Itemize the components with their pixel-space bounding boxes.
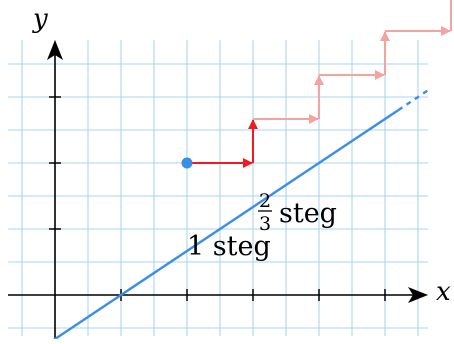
point-start xyxy=(181,157,193,169)
y-axis-arrowhead xyxy=(47,40,63,60)
fraction-denominator: 3 xyxy=(259,213,271,235)
two-thirds-step-label: 2 3 steg xyxy=(258,190,337,235)
slope-steps xyxy=(187,0,452,168)
y-axis xyxy=(47,40,63,338)
line-dashed-right xyxy=(397,89,429,112)
fraction-word: steg xyxy=(279,198,337,229)
x-axis xyxy=(8,287,428,303)
one-step-label: 1 steg xyxy=(187,231,271,262)
line-solid-segment xyxy=(51,109,399,343)
y-axis-label: y xyxy=(32,4,48,34)
fraction-numerator: 2 xyxy=(259,190,271,212)
x-axis-label: x xyxy=(436,277,451,307)
x-axis-arrowhead xyxy=(408,287,428,303)
